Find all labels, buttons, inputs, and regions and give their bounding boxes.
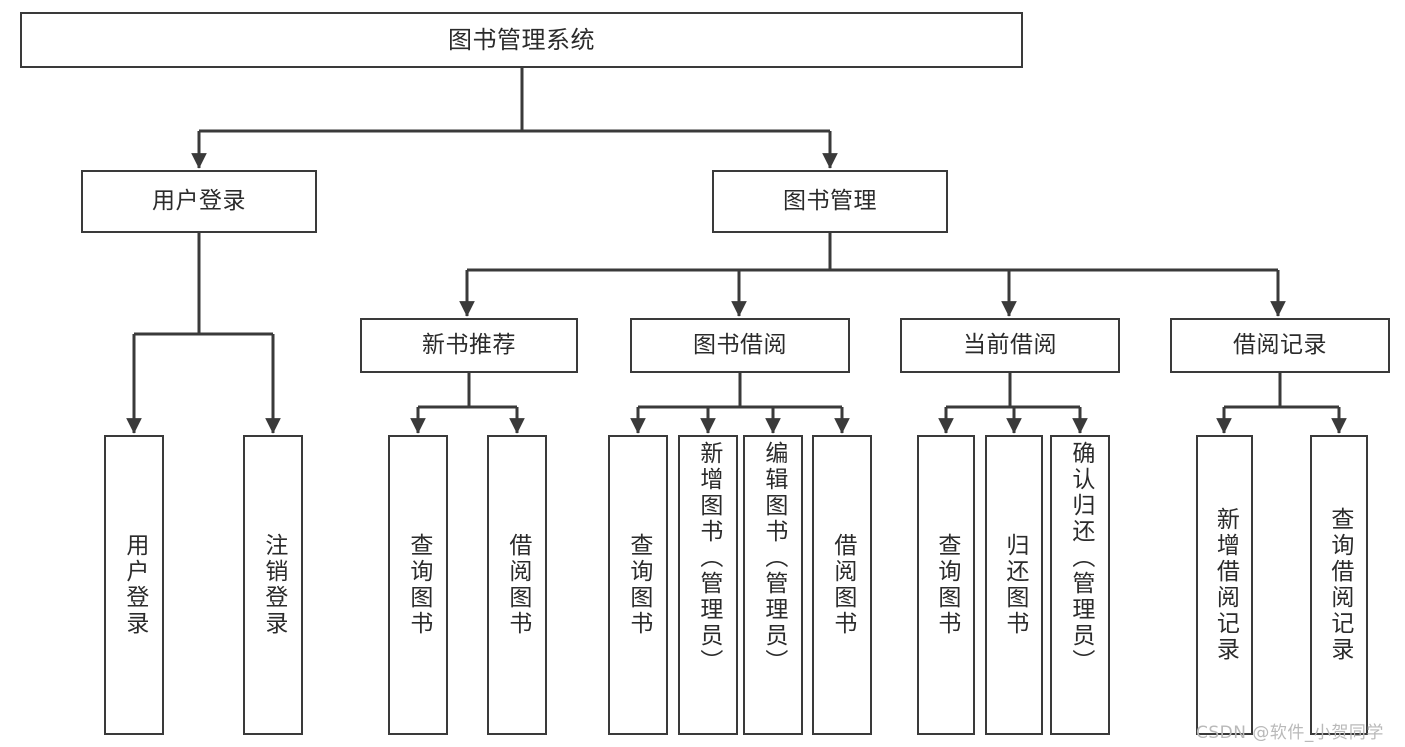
leaf-add-book-admin[interactable]: 新增图书（管理员）	[678, 435, 738, 735]
node-book-management[interactable]: 图书管理	[712, 170, 948, 233]
leaf-query-book-borrow[interactable]: 查询图书	[608, 435, 668, 735]
leaf-user-login[interactable]: 用户登录	[104, 435, 164, 735]
node-new-book-recommend[interactable]: 新书推荐	[360, 318, 578, 373]
leaf-return-book[interactable]: 归还图书	[985, 435, 1043, 735]
leaf-edit-book-admin[interactable]: 编辑图书（管理员）	[743, 435, 803, 735]
csdn-watermark: CSDN @软件_小贺同学	[1196, 723, 1384, 743]
leaf-confirm-return-admin[interactable]: 确认归还（管理员）	[1050, 435, 1110, 735]
leaf-add-borrow-record[interactable]: 新增借阅记录	[1196, 435, 1253, 735]
leaf-borrow-book[interactable]: 借阅图书	[812, 435, 872, 735]
leaf-borrow-book-recommend[interactable]: 借阅图书	[487, 435, 547, 735]
node-book-borrow[interactable]: 图书借阅	[630, 318, 850, 373]
node-current-borrow[interactable]: 当前借阅	[900, 318, 1120, 373]
leaf-query-borrow-record[interactable]: 查询借阅记录	[1310, 435, 1368, 735]
node-root-system[interactable]: 图书管理系统	[20, 12, 1023, 68]
node-borrow-record[interactable]: 借阅记录	[1170, 318, 1390, 373]
leaf-query-book-current[interactable]: 查询图书	[917, 435, 975, 735]
node-user-login[interactable]: 用户登录	[81, 170, 317, 233]
leaf-query-book-recommend[interactable]: 查询图书	[388, 435, 448, 735]
leaf-logout-login[interactable]: 注销登录	[243, 435, 303, 735]
